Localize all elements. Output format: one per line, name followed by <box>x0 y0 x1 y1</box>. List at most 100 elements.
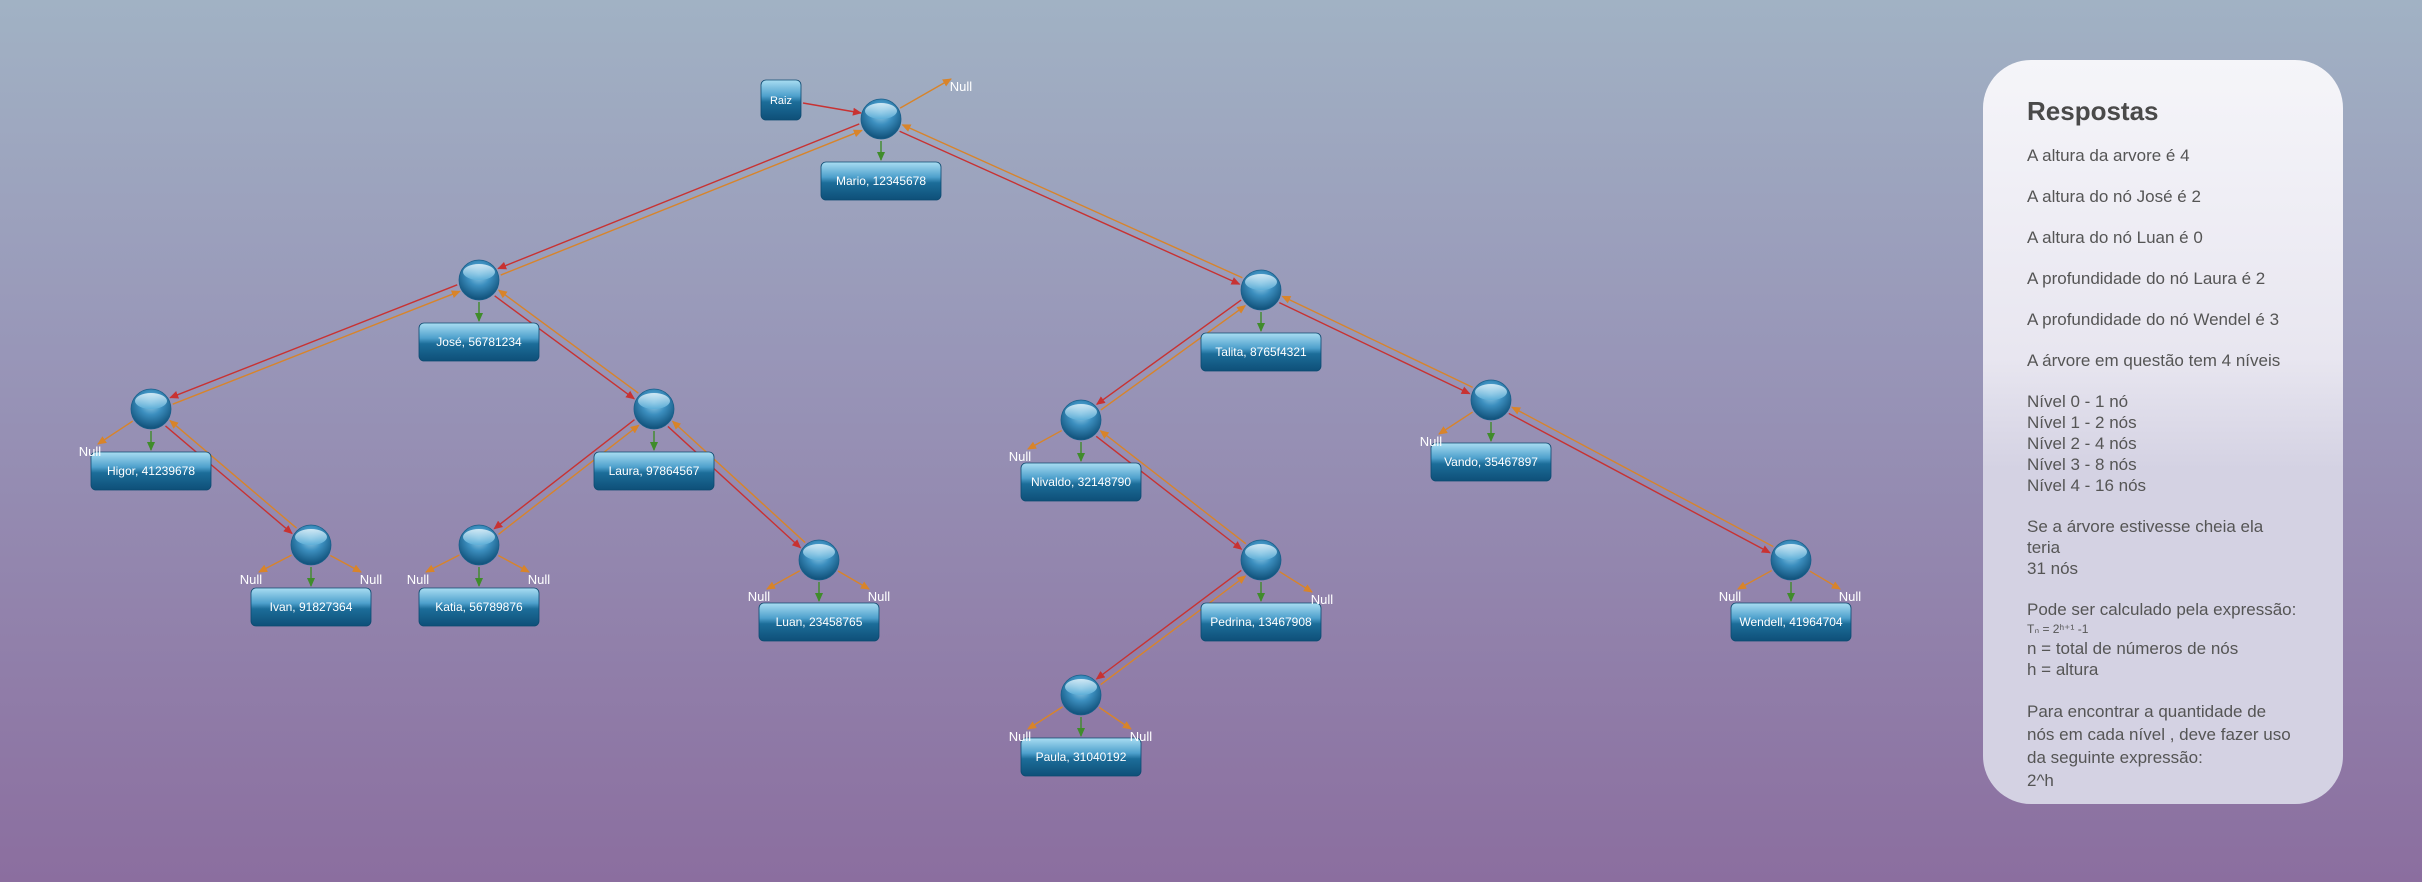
null-label: Null <box>407 572 430 587</box>
answer-wendel-depth: A profundidade do nó Wendel é 3 <box>2027 310 2280 329</box>
null-label: Null <box>748 589 771 604</box>
edge-mario-to-null <box>899 78 952 109</box>
tree-node-talita <box>1240 269 1282 311</box>
null-label: Null <box>528 572 551 587</box>
data-box-nivaldo: Nivaldo, 32148790 <box>1020 462 1142 502</box>
edge-wendell-to-null <box>1809 570 1841 590</box>
edge-wendell-to-null <box>1737 569 1773 590</box>
null-label: Null <box>1719 589 1742 604</box>
full-tree-text-1: Se a árvore estivesse cheia ela teria <box>2027 517 2264 557</box>
null-label: Null <box>360 572 383 587</box>
answer-laura-depth: A profundidade do nó Laura é 2 <box>2027 269 2266 288</box>
edge-ivan-to-higor <box>169 419 297 529</box>
full-tree-text-2: 31 nós <box>2027 559 2079 578</box>
tree-node-nivaldo <box>1060 399 1102 441</box>
edge-pedrina-to-null <box>1279 571 1313 593</box>
answers-panel: Respostas A altura da arvore é 4 A altur… <box>1983 60 2343 804</box>
tree-node-laura <box>633 388 675 430</box>
tree-node-luan <box>798 539 840 581</box>
edge-paula-to-pedrina <box>1100 575 1247 686</box>
data-box-pedrina-label: Pedrina, 13467908 <box>1210 615 1312 629</box>
data-box-laura-label: Laura, 97864567 <box>609 464 700 478</box>
null-label: Null <box>240 572 263 587</box>
null-label: Null <box>1130 729 1153 744</box>
null-label: Null <box>79 444 102 459</box>
data-box-mario: Mario, 12345678 <box>820 161 942 201</box>
edge-katia-to-null <box>425 554 460 573</box>
data-box-paula: Paula, 31040192 <box>1020 737 1142 777</box>
tree-node-pedrina <box>1240 539 1282 581</box>
answer-jose-height: A altura do nó José é 2 <box>2027 187 2201 206</box>
edge-laura-to-luan <box>667 425 802 549</box>
level-2-count: Nível 2 - 4 nós <box>2027 434 2137 453</box>
data-box-paula-label: Paula, 31040192 <box>1036 750 1127 764</box>
edge-wendell-to-vando <box>1511 406 1774 548</box>
data-box-jose-label: José, 56781234 <box>436 335 522 349</box>
edge-ivan-to-null <box>330 554 362 573</box>
null-label: Null <box>950 79 973 94</box>
edge-talita-to-mario <box>901 124 1243 279</box>
edge-nivaldo-to-null <box>1027 429 1063 450</box>
level-1-count: Nível 1 - 2 nós <box>2027 413 2137 432</box>
data-box-luan-label: Luan, 23458765 <box>776 615 863 629</box>
edge-luan-to-null <box>766 570 801 590</box>
edge-mario-to-jose <box>497 123 860 270</box>
null-label: Null <box>1009 729 1032 744</box>
null-label: Null <box>1311 592 1334 607</box>
data-box-wendell-label: Wendell, 41964704 <box>1739 615 1843 629</box>
null-label: Null <box>1420 434 1443 449</box>
tree-node-katia <box>458 524 500 566</box>
edge-vando-to-null <box>1438 411 1473 435</box>
tree-node-ivan <box>290 524 332 566</box>
edge-jose-to-mario <box>500 129 863 276</box>
level-expr-text-3: da seguinte expressão: <box>2027 748 2203 767</box>
data-box-vando: Vando, 35467897 <box>1430 442 1552 482</box>
data-box-pedrina: Pedrina, 13467908 <box>1200 602 1322 642</box>
edge-talita-to-vando <box>1279 302 1471 395</box>
edge-higor-to-jose <box>172 290 461 405</box>
data-box-luan: Luan, 23458765 <box>758 602 880 642</box>
data-box-higor-label: Higor, 41239678 <box>107 464 195 478</box>
root-box: Raiz <box>760 79 802 121</box>
edge-laura-to-jose <box>497 289 639 394</box>
data-box-wendell: Wendell, 41964704 <box>1730 602 1852 642</box>
data-box-nivaldo-label: Nivaldo, 32148790 <box>1031 475 1131 489</box>
null-label: Null <box>868 589 891 604</box>
calc-text: Pode ser calculado pela expressão: <box>2027 600 2297 619</box>
level-4-count: Nível 4 - 16 nós <box>2027 476 2147 495</box>
edge-katia-to-null <box>498 554 530 573</box>
data-box-higor: Higor, 41239678 <box>90 451 212 491</box>
edge-vando-to-talita <box>1281 295 1473 388</box>
edge-katia-to-laura <box>498 424 640 535</box>
edge-vando-to-wendell <box>1508 412 1771 554</box>
edge-ivan-to-null <box>258 554 292 573</box>
null-label: Null <box>1839 589 1862 604</box>
edge-higor-to-ivan <box>165 425 293 535</box>
edge-jose-to-higor <box>169 284 458 399</box>
edge-higor-to-null <box>97 420 134 445</box>
edge-luan-to-laura <box>671 420 806 544</box>
tree-node-paula <box>1060 674 1102 716</box>
tree-node-wendell <box>1770 539 1812 581</box>
edge-luan-to-null <box>837 570 870 590</box>
level-expr-text-1: Para encontrar a quantidade de <box>2027 702 2267 721</box>
level-3-count: Nível 3 - 8 nós <box>2027 455 2137 474</box>
edge-jose-to-laura <box>494 295 636 400</box>
data-box-katia: Katia, 56789876 <box>418 587 540 627</box>
data-box-katia-label: Katia, 56789876 <box>435 600 523 614</box>
edge-nivaldo-to-talita <box>1100 305 1247 411</box>
panel-title: Respostas <box>2027 96 2159 126</box>
def-h: h = altura <box>2027 660 2099 679</box>
answer-tree-height: A altura da arvore é 4 <box>2027 146 2190 165</box>
edge-paula-to-null <box>1098 706 1132 730</box>
level-expr-text-4: 2^h <box>2027 771 2054 790</box>
tree-node-higor <box>130 388 172 430</box>
null-label: Null <box>1009 449 1032 464</box>
edge-talita-to-nivaldo <box>1095 299 1242 405</box>
edge-nivaldo-to-pedrina <box>1095 435 1243 550</box>
data-box-jose: José, 56781234 <box>418 322 540 362</box>
answer-luan-height: A altura do nó Luan é 0 <box>2027 228 2203 247</box>
edge-laura-to-katia <box>493 419 635 530</box>
tree-node-jose <box>458 259 500 301</box>
